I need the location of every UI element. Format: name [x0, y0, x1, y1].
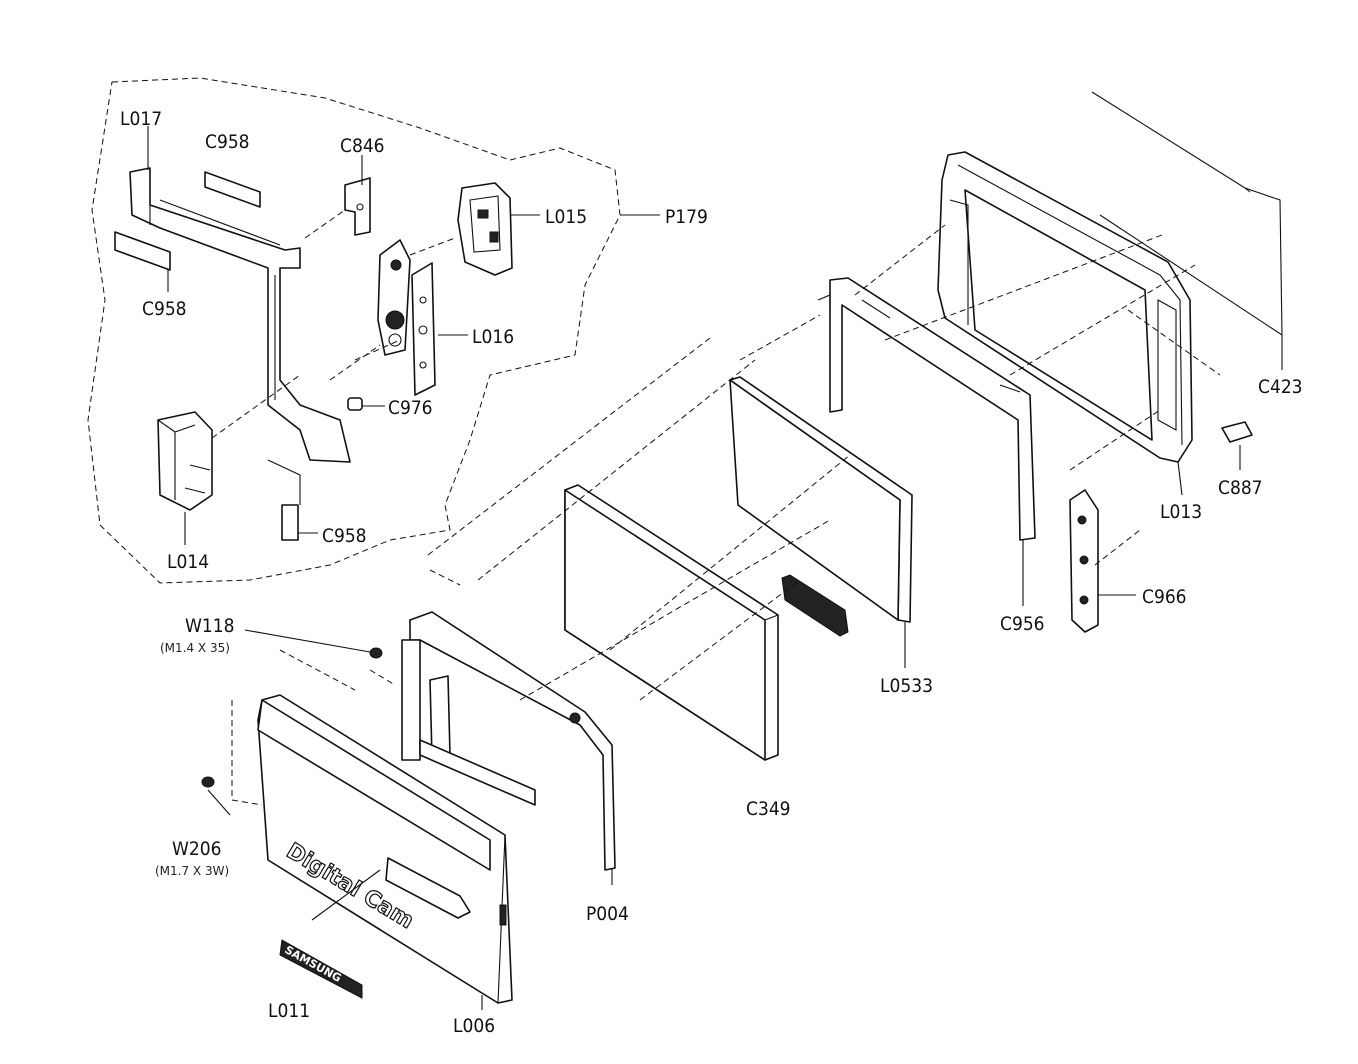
l015-hinge-housing [457, 182, 513, 276]
label-c846: C846 [340, 135, 385, 157]
nameplate-text: SAMSUNG [283, 943, 344, 985]
label-l014: L014 [167, 551, 209, 573]
c423-protective-sheet [1091, 91, 1283, 337]
label-w206: W206 [172, 838, 222, 860]
w118-screw [369, 647, 383, 659]
label-p179: P179 [665, 206, 708, 228]
label-l015: L015 [545, 206, 587, 228]
label-l011: L011 [268, 1000, 310, 1022]
c349-backlight-board [564, 484, 779, 761]
c958-tape-left [114, 231, 171, 271]
label-c887: C887 [1218, 477, 1263, 499]
l0533-lcd-panel [729, 376, 913, 637]
label-l006: L006 [453, 1015, 495, 1037]
c958-tape-top [204, 171, 261, 208]
label-l016: L016 [472, 326, 514, 348]
l016-hinge-assembly [377, 239, 436, 396]
label-w206-spec: (M1.7 X 3W) [155, 864, 229, 878]
label-c349: C349 [746, 798, 791, 820]
p179-assembly-boundary [87, 77, 621, 584]
l014-cover [157, 411, 213, 511]
c846-bracket [344, 177, 371, 236]
label-l013: L013 [1160, 501, 1202, 523]
w206-screw [201, 776, 215, 788]
label-w118-spec: (M1.4 X 35) [160, 641, 230, 655]
label-c958-top: C958 [205, 131, 250, 153]
label-c423: C423 [1258, 376, 1303, 398]
housing-lens-window [385, 857, 471, 919]
l017-flex-cable [129, 167, 351, 463]
c956-bracket-frame [817, 277, 1036, 541]
c966-side-control [1069, 489, 1099, 633]
label-w118: W118 [185, 615, 235, 637]
label-c958-bottom: C958 [322, 525, 367, 547]
label-c956: C956 [1000, 613, 1045, 635]
label-c976: C976 [388, 397, 433, 419]
p004-inner-frame [401, 611, 616, 871]
l013-lcd-frame [937, 151, 1193, 463]
c976-washer [347, 397, 363, 411]
l011-nameplate: SAMSUNG [279, 939, 363, 999]
label-l0533: L0533 [880, 675, 933, 697]
label-c958-left: C958 [142, 298, 187, 320]
label-c966: C966 [1142, 586, 1187, 608]
label-l017: L017 [120, 108, 162, 130]
c958-tape-bottom [281, 504, 299, 541]
l006-front-housing [257, 694, 513, 1004]
c887-clip [1221, 421, 1253, 443]
label-p004: P004 [586, 903, 629, 925]
